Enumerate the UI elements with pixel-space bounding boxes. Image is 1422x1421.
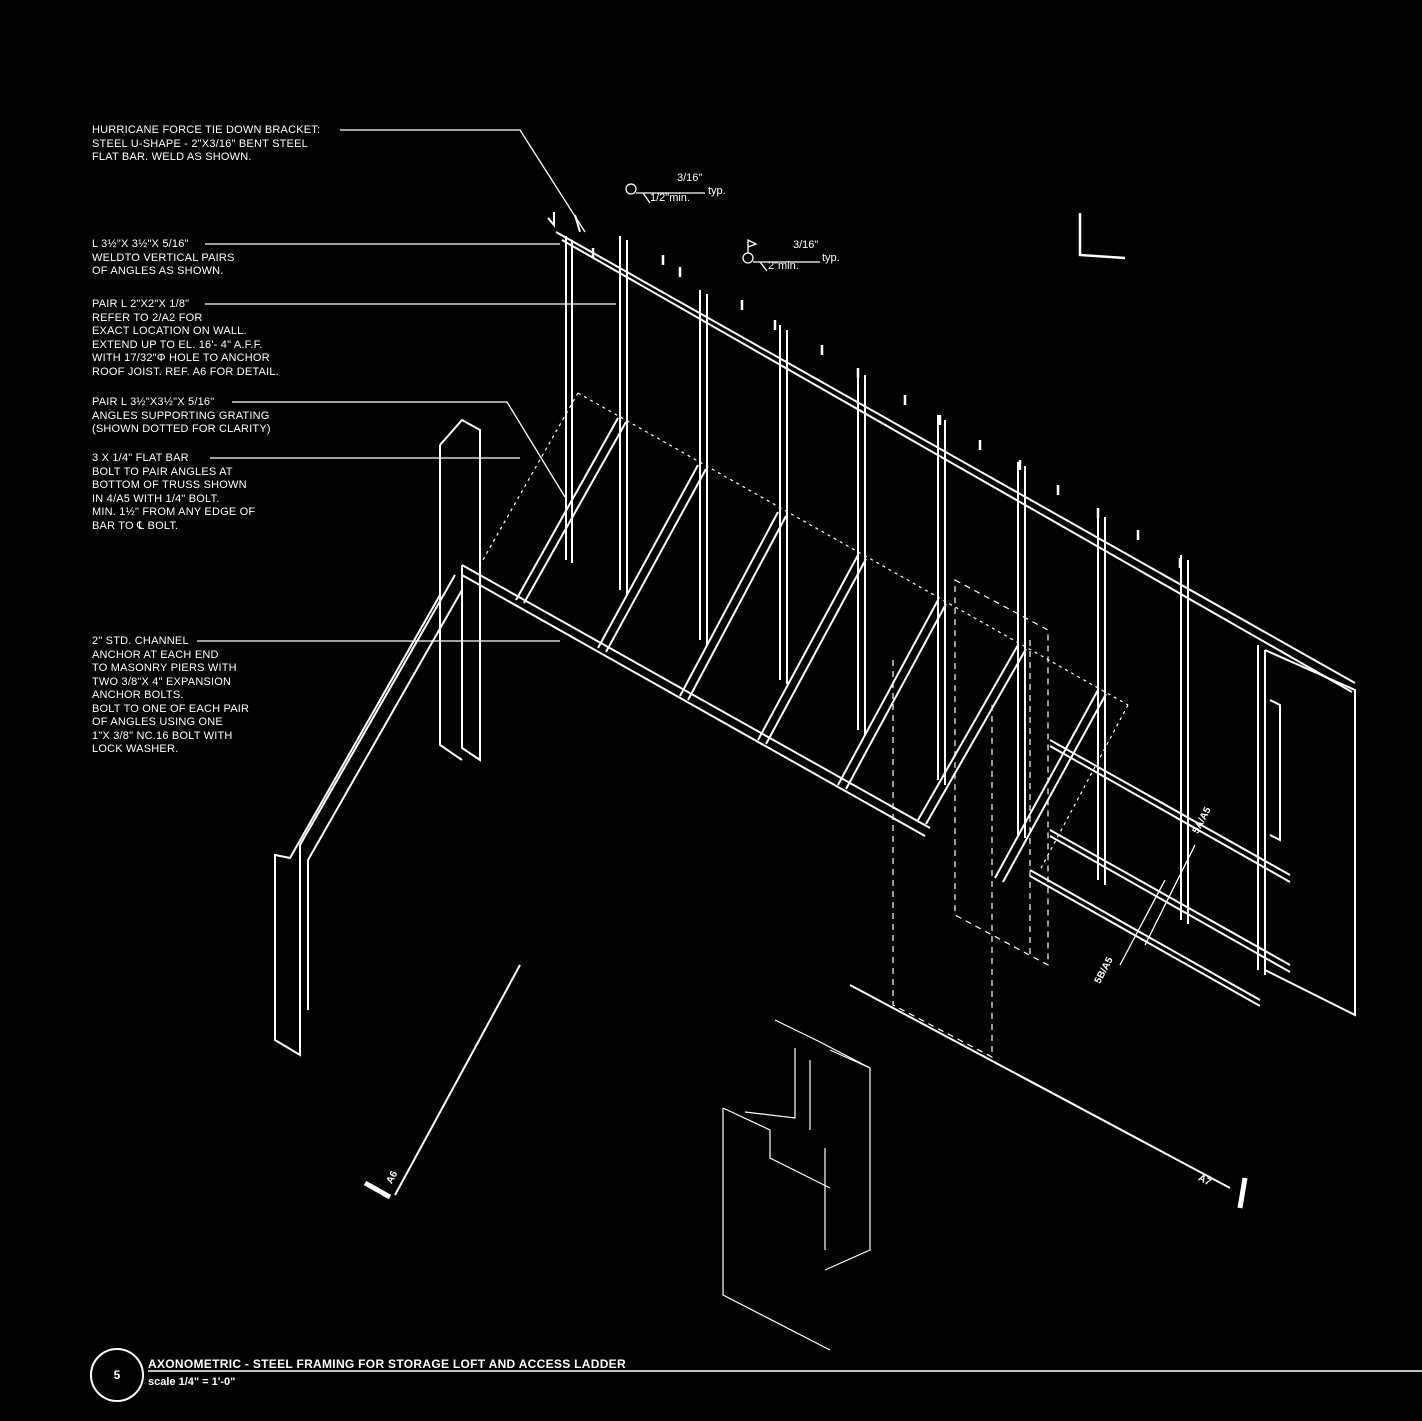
section-line-a6 xyxy=(363,964,521,1200)
leader-lines xyxy=(197,129,616,642)
note-flat-bar: 3 x 1/4" FLAT BAR BOLT TO PAIR ANGLES AT… xyxy=(92,452,256,532)
note-channel: 2" STD. CHANNEL ANCHOR AT EACH END TO MA… xyxy=(92,635,250,755)
top-clips xyxy=(591,248,1182,568)
masonry-pier-left xyxy=(274,418,481,1057)
vertical-angles xyxy=(565,236,1266,975)
note-angle-l35: L 3½"x 3½"x 5/16" WELDTO VERTICAL PAIRS … xyxy=(92,238,235,277)
angle-symbol xyxy=(1078,213,1126,260)
ladder-hidden xyxy=(892,578,1049,1058)
ladder-block xyxy=(722,1019,871,1351)
weld-symbol-1 xyxy=(625,183,705,204)
note-pair-l2: PAIR L 2"x2"x 1/8" REFER TO 2/A2 FOR EXA… xyxy=(92,298,279,378)
section-line-a7 xyxy=(849,984,1248,1209)
weld-size-1: 3/16" xyxy=(677,172,703,184)
note-tie-down-bracket: HURRICANE FORCE TIE DOWN BRACKET: STEEL … xyxy=(92,124,321,163)
drawing-title: AXONOMETRIC - STEEL FRAMING FOR STORAGE … xyxy=(148,1357,626,1371)
weld-length-1: 1/2"min. xyxy=(650,192,690,204)
weld-note-1: typ. xyxy=(708,185,726,197)
note-pair-l35: PAIR L 3½"x3½"x 5/16" ANGLES SUPPORTING … xyxy=(92,396,271,435)
grating-angles xyxy=(1029,739,1291,1007)
wall-right xyxy=(1264,649,1356,1017)
section-lines-5 xyxy=(1119,844,1196,966)
top-angle xyxy=(547,212,1356,693)
detail-number-circle: 5 xyxy=(90,1348,144,1402)
weld-length-2: 2"min. xyxy=(768,260,799,272)
weld-size-2: 3/16" xyxy=(793,239,819,251)
bottom-chord xyxy=(461,564,931,837)
drawing-scale: scale 1/4" = 1'-0" xyxy=(148,1376,236,1388)
grating-outline xyxy=(479,392,1129,871)
diagonal-members xyxy=(515,417,1107,883)
weld-note-2: typ. xyxy=(822,252,840,264)
weld-symbol-2 xyxy=(742,238,820,272)
